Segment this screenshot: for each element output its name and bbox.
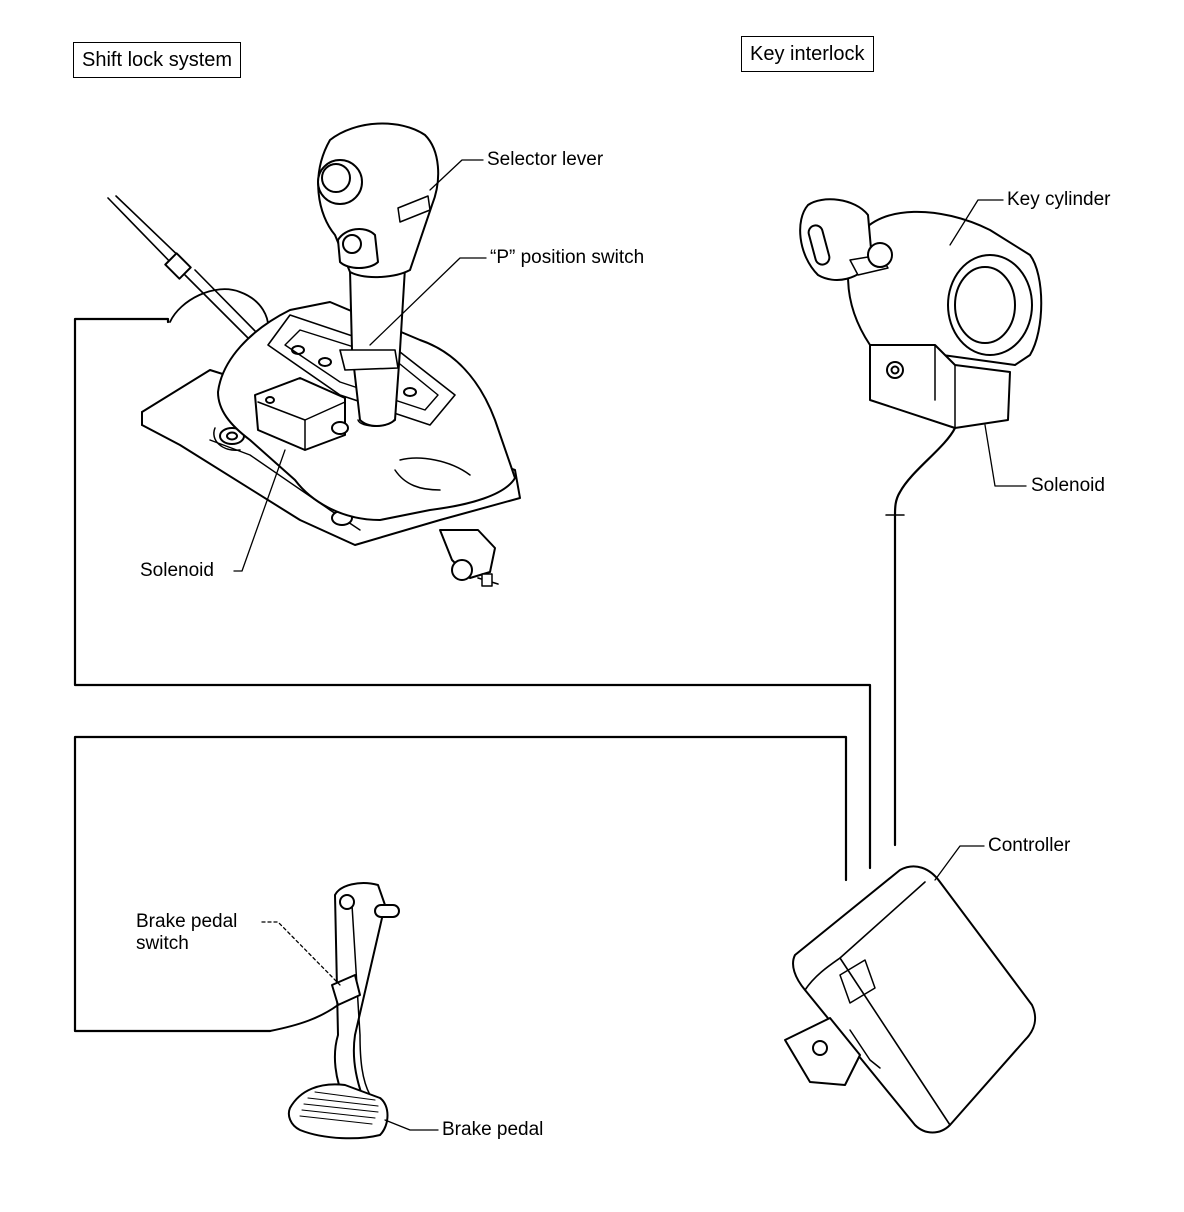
wiring-harness: [73, 317, 957, 1033]
leader-brake-switch: [261, 921, 341, 986]
controller-unit: [784, 865, 1037, 1134]
label-selector-lever: Selector lever: [487, 149, 604, 170]
shift-lock-system-title: Shift lock system: [73, 42, 242, 78]
key-interlock-solenoid: [869, 344, 1011, 429]
leader-selector-lever: [429, 159, 484, 191]
leader-lines: [233, 159, 1027, 1131]
label-solenoid-key: Solenoid: [1031, 475, 1105, 496]
leader-key-cylinder: [949, 199, 1004, 246]
leader-brake-pedal: [384, 1119, 439, 1131]
controller-box: [792, 865, 1037, 1134]
shifter-linkage: [439, 529, 499, 587]
brake-pedal-switch: [331, 974, 361, 1006]
selector-lever-assembly: [107, 122, 521, 587]
wire-key-solenoid: [893, 426, 957, 517]
label-brake-pedal-switch-line2: switch: [136, 933, 189, 954]
brake-pedal-assembly: [269, 882, 400, 1140]
wire-shift-solenoid: [73, 317, 872, 870]
label-key-cylinder: Key cylinder: [1007, 189, 1111, 210]
label-brake-pedal-switch: Brake pedal switch: [136, 911, 276, 955]
leader-solenoid-shift: [233, 449, 286, 572]
label-brake-pedal-switch-line1: Brake pedal: [136, 911, 238, 932]
key-cylinder-assembly: [799, 198, 1043, 429]
label-brake-pedal: Brake pedal: [442, 1119, 544, 1140]
shift-cable: [107, 195, 270, 341]
wire-brake-switch: [73, 735, 848, 1033]
selector-lever-stem: [349, 267, 406, 427]
label-controller: Controller: [988, 835, 1071, 856]
label-p-position-switch: “P” position switch: [490, 247, 645, 268]
label-solenoid-shift: Solenoid: [140, 560, 214, 581]
key-interlock-title: Key interlock: [741, 36, 874, 72]
leader-controller: [934, 845, 985, 881]
leader-p-switch: [369, 257, 487, 346]
leader-solenoid-key: [984, 424, 1027, 487]
shift-lock-solenoid: [254, 377, 346, 451]
